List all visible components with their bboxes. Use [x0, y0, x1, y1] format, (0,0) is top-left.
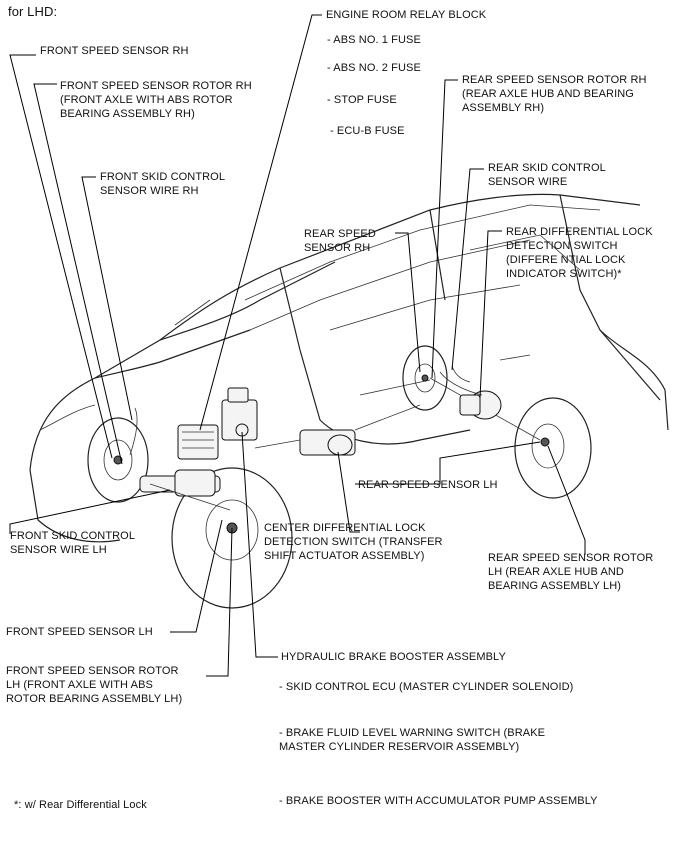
label-abs-no1-fuse: - ABS NO. 1 FUSE [327, 34, 421, 46]
label-brake-fluid-level-warning-switch: - BRAKE FLUID LEVEL WARNING SWITCH (BRAK… [279, 727, 546, 753]
label-rear-speed-sensor-rotor-rh: REAR SPEED SENSOR ROTOR RH (REAR AXLE HU… [462, 74, 647, 114]
footnote: *: w/ Rear Differential Lock [14, 799, 147, 811]
label-front-skid-control-sensor-wire-rh: FRONT SKID CONTROL SENSOR WIRE RH [100, 171, 226, 197]
label-front-speed-sensor-rotor-rh: FRONT SPEED SENSOR ROTOR RH (FRONT AXLE … [60, 80, 252, 120]
diagram-heading: for LHD: [8, 4, 58, 19]
label-front-skid-control-sensor-wire-lh: FRONT SKID CONTROL SENSOR WIRE LH [10, 530, 136, 556]
front-axle-assembly [139, 469, 231, 511]
rear-left-wheel [514, 397, 592, 499]
label-brake-booster-with-accumulator: - BRAKE BOOSTER WITH ACCUMULATOR PUMP AS… [279, 795, 598, 807]
label-front-speed-sensor-rotor-lh: FRONT SPEED SENSOR ROTOR LH (FRONT AXLE … [6, 665, 183, 705]
hydraulic-brake-booster [221, 387, 258, 441]
label-front-speed-sensor-lh: FRONT SPEED SENSOR LH [6, 626, 153, 638]
sensor-wires [129, 365, 483, 456]
label-hydraulic-brake-booster-assembly: HYDRAULIC BRAKE BOOSTER ASSEMBLY [281, 651, 506, 663]
label-engine-room-relay-block: ENGINE ROOM RELAY BLOCK [326, 9, 487, 21]
leader-lines [9, 14, 586, 677]
transfer-shift-actuator [254, 404, 421, 456]
vehicle-body-outline [29, 193, 669, 543]
label-rear-speed-sensor-rh: REAR SPEED SENSOR RH [304, 228, 376, 254]
label-stop-fuse: - STOP FUSE [327, 94, 397, 106]
label-rear-speed-sensor-rotor-lh: REAR SPEED SENSOR ROTOR LH (REAR AXLE HU… [488, 552, 654, 592]
engine-room-relay-block-component [177, 424, 219, 460]
label-ecub-fuse: - ECU-B FUSE [330, 125, 405, 137]
label-center-differential-lock-detection-switch: CENTER DIFFERENTIAL LOCK DETECTION SWITC… [264, 522, 443, 562]
label-rear-skid-control-sensor-wire: REAR SKID CONTROL SENSOR WIRE [488, 162, 606, 188]
front-left-wheel [171, 467, 293, 609]
rear-differential [429, 377, 541, 441]
label-rear-speed-sensor-lh: REAR SPEED SENSOR LH [358, 479, 498, 491]
rear-right-wheel [402, 345, 448, 411]
label-skid-control-ecu: - SKID CONTROL ECU (MASTER CYLINDER SOLE… [279, 681, 574, 693]
label-front-speed-sensor-rh: FRONT SPEED SENSOR RH [40, 45, 189, 57]
front-right-wheel [87, 417, 149, 503]
label-rear-differential-lock-detection-switch: REAR DIFFERENTIAL LOCK DETECTION SWITCH … [506, 226, 653, 280]
label-abs-no2-fuse: - ABS NO. 2 FUSE [327, 62, 421, 74]
